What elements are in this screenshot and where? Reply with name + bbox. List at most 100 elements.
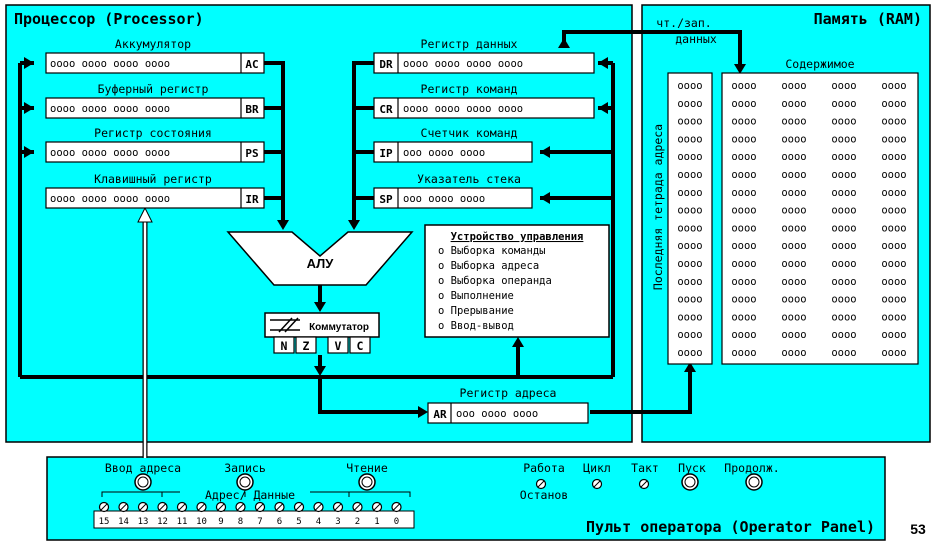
memory-content-cell: oooo bbox=[731, 116, 756, 128]
panel-button[interactable]: Пуск bbox=[678, 461, 706, 491]
status-indicator: Останов bbox=[520, 488, 568, 502]
memory-content-cell: oooo bbox=[881, 169, 906, 181]
memory-content-cell: oooo bbox=[831, 294, 856, 306]
status-indicator: Цикл bbox=[583, 461, 611, 490]
page-number: 53 bbox=[910, 521, 926, 537]
bit-switch-10[interactable]: 10 bbox=[196, 501, 207, 528]
memory-content-cell: oooo bbox=[881, 294, 906, 306]
register-label: Регистр данных bbox=[421, 37, 518, 51]
control-unit: Устройство управления o Выборка командыo… bbox=[424, 224, 610, 338]
memory-content-cell: oooo bbox=[831, 133, 856, 145]
processor-title: Процессор (Processor) bbox=[14, 10, 204, 28]
svg-text:Продолж.: Продолж. bbox=[724, 461, 779, 475]
memory-address-cell: oooo bbox=[677, 222, 702, 234]
memory-addr-column-label: Последняя тетрада адреса bbox=[651, 124, 665, 290]
memory-address-cell: oooo bbox=[677, 276, 702, 288]
memory-content-cell: oooo bbox=[831, 329, 856, 341]
bit-switch-2[interactable]: 2 bbox=[352, 501, 363, 528]
memory-address-cell: oooo bbox=[677, 294, 702, 306]
bit-switch-11[interactable]: 11 bbox=[177, 501, 188, 528]
ar-bits: ooo oooo oooo bbox=[456, 408, 538, 420]
register-code: SP bbox=[379, 193, 393, 206]
memory-content-cell: oooo bbox=[731, 347, 756, 359]
memory-content-cell: oooo bbox=[881, 133, 906, 145]
register-code: CR bbox=[379, 103, 393, 116]
svg-text:5: 5 bbox=[296, 517, 301, 527]
memory-content-cell: oooo bbox=[781, 311, 806, 323]
bit-switch-1[interactable]: 1 bbox=[371, 501, 383, 528]
bit-switch-5[interactable]: 5 bbox=[293, 501, 305, 528]
bit-switch-4[interactable]: 4 bbox=[313, 501, 324, 528]
bus-to-ar bbox=[318, 377, 420, 414]
svg-text:Останов: Останов bbox=[520, 488, 568, 502]
memory-content-cell: oooo bbox=[831, 276, 856, 288]
svg-text:2: 2 bbox=[355, 517, 360, 527]
flag-c: C bbox=[349, 336, 371, 354]
memory-rw-label-2: данных bbox=[675, 32, 717, 46]
bit-switch-6[interactable]: 6 bbox=[274, 501, 285, 528]
svg-text:Работа: Работа bbox=[523, 461, 565, 475]
memory-content-cell: oooo bbox=[831, 347, 856, 359]
memory-content-cell: oooo bbox=[731, 222, 756, 234]
bit-switch-8[interactable]: 8 bbox=[235, 501, 246, 528]
bus-ar-to-memory bbox=[590, 372, 692, 414]
bit-switch-13[interactable]: 13 bbox=[138, 501, 149, 528]
svg-text:9: 9 bbox=[218, 517, 223, 527]
bit-switch-7[interactable]: 7 bbox=[254, 501, 266, 528]
svg-text:13: 13 bbox=[138, 517, 149, 527]
memory-content-cell: oooo bbox=[731, 133, 756, 145]
register-bits: oooo oooo oooo oooo bbox=[403, 103, 523, 115]
svg-text:C: C bbox=[357, 339, 364, 353]
memory-address-cell: oooo bbox=[677, 347, 702, 359]
memory-content-cell: oooo bbox=[881, 98, 906, 110]
memory-content-cell: oooo bbox=[781, 329, 806, 341]
operator-panel-title: Пульт оператора (Operator Panel) bbox=[586, 518, 875, 536]
bit-switch-15[interactable]: 15 bbox=[99, 501, 110, 528]
svg-text:V: V bbox=[335, 339, 342, 353]
switch: Коммутатор bbox=[264, 312, 380, 338]
panel-button[interactable]: Запись bbox=[224, 461, 266, 491]
register-bits: oooo oooo oooo oooo bbox=[50, 193, 170, 205]
bit-switch-14[interactable]: 14 bbox=[118, 501, 129, 528]
status-indicator: Такт bbox=[631, 461, 659, 490]
bit-switch-3[interactable]: 3 bbox=[332, 501, 344, 528]
memory-address-cell: oooo bbox=[677, 151, 702, 163]
svg-text:12: 12 bbox=[157, 517, 168, 527]
flag-n: N bbox=[273, 336, 295, 354]
panel-button[interactable]: Ввод адреса bbox=[105, 461, 181, 491]
memory-address-cell: oooo bbox=[677, 133, 702, 145]
memory-content-cell: oooo bbox=[831, 116, 856, 128]
memory-content-cell: oooo bbox=[781, 240, 806, 252]
memory-content-cell: oooo bbox=[831, 311, 856, 323]
bit-switch-0[interactable]: 0 bbox=[391, 501, 402, 528]
bit-switch-9[interactable]: 9 bbox=[215, 501, 227, 528]
register-code: IP bbox=[379, 147, 393, 160]
panel-button[interactable]: Чтение bbox=[346, 461, 388, 491]
memory-content-cell: oooo bbox=[781, 222, 806, 234]
memory-content-cell: oooo bbox=[781, 98, 806, 110]
bus-right-regs-to-alu bbox=[352, 61, 374, 220]
memory-address-cell: oooo bbox=[677, 205, 702, 217]
memory-address-cell: oooo bbox=[677, 187, 702, 199]
memory-rw-label-1: чт./зап. bbox=[656, 16, 711, 30]
memory-content-cell: oooo bbox=[731, 98, 756, 110]
memory-content-cell: oooo bbox=[831, 80, 856, 92]
svg-text:Цикл: Цикл bbox=[583, 461, 611, 475]
memory-content-cell: oooo bbox=[781, 276, 806, 288]
register-label: Аккумулятор bbox=[115, 37, 191, 51]
svg-text:Z: Z bbox=[303, 339, 310, 353]
svg-text:3: 3 bbox=[335, 517, 340, 527]
panel-button[interactable]: Продолж. bbox=[724, 461, 780, 491]
memory-content-cell: oooo bbox=[731, 205, 756, 217]
memory-content-cell: oooo bbox=[781, 151, 806, 163]
ar-code: AR bbox=[433, 408, 447, 421]
memory-address-cell: oooo bbox=[677, 311, 702, 323]
memory-content-cell: oooo bbox=[781, 258, 806, 270]
bit-switch-12[interactable]: 12 bbox=[157, 501, 168, 528]
memory-content-cell: oooo bbox=[881, 329, 906, 341]
memory-address-cell: oooo bbox=[677, 80, 702, 92]
